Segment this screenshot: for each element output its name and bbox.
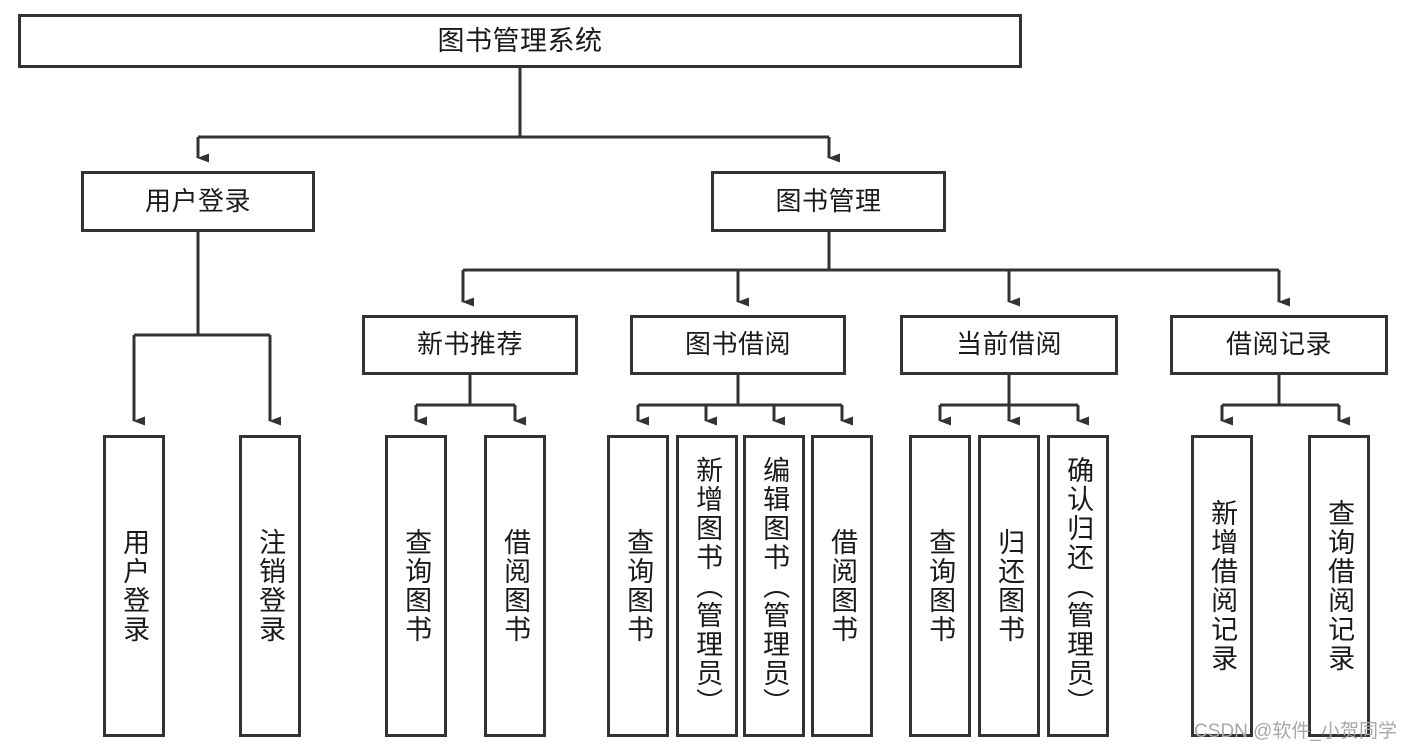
node-label: 查询图书 <box>401 528 432 644</box>
node-label: 新增图书（管理员） <box>692 455 723 717</box>
node-borrow-record[interactable]: 借阅记录 <box>1170 315 1388 375</box>
node-label: 确认归还（管理员） <box>1063 455 1094 717</box>
node-label: 注销登录 <box>255 528 286 644</box>
node-current-borrow[interactable]: 当前借阅 <box>900 315 1118 375</box>
leaf-borrow-book-recommend[interactable]: 借阅图书 <box>484 435 546 737</box>
node-label: 查询借阅记录 <box>1324 499 1355 673</box>
leaf-query-borrow-record[interactable]: 查询借阅记录 <box>1308 435 1370 737</box>
leaf-borrow-book[interactable]: 借阅图书 <box>811 435 873 737</box>
leaf-add-book-admin[interactable]: 新增图书（管理员） <box>676 435 738 737</box>
leaf-query-book[interactable]: 查询图书 <box>607 435 669 737</box>
node-label: 图书管理 <box>775 185 882 216</box>
node-book-management[interactable]: 图书管理 <box>711 171 946 232</box>
node-label: 查询图书 <box>925 528 956 644</box>
node-label: 新增借阅记录 <box>1207 499 1238 673</box>
leaf-confirm-return-admin[interactable]: 确认归还（管理员） <box>1047 435 1109 737</box>
node-label: 用户登录 <box>144 185 251 216</box>
node-label: 借阅图书 <box>827 528 858 644</box>
leaf-return-book[interactable]: 归还图书 <box>978 435 1040 737</box>
node-label: 借阅记录 <box>1225 329 1332 360</box>
node-label: 图书管理系统 <box>437 25 603 56</box>
leaf-user-login[interactable]: 用户登录 <box>103 435 165 737</box>
node-label: 编辑图书（管理员） <box>759 455 790 717</box>
leaf-logout[interactable]: 注销登录 <box>239 435 301 737</box>
node-label: 用户登录 <box>119 528 150 644</box>
node-root-system[interactable]: 图书管理系统 <box>18 14 1022 68</box>
node-label: 新书推荐 <box>416 329 523 360</box>
leaf-query-book-recommend[interactable]: 查询图书 <box>385 435 447 737</box>
node-label: 借阅图书 <box>500 528 531 644</box>
node-label: 查询图书 <box>623 528 654 644</box>
node-user-login[interactable]: 用户登录 <box>81 171 315 232</box>
node-book-borrow[interactable]: 图书借阅 <box>630 315 846 375</box>
node-new-book-recommend[interactable]: 新书推荐 <box>362 315 578 375</box>
node-label: 当前借阅 <box>955 329 1062 360</box>
node-label: 图书借阅 <box>684 329 791 360</box>
watermark-text: CSDN @软件_小贺同学 <box>1194 721 1397 742</box>
leaf-query-book-current[interactable]: 查询图书 <box>909 435 971 737</box>
leaf-add-borrow-record[interactable]: 新增借阅记录 <box>1191 435 1253 737</box>
node-label: 归还图书 <box>994 528 1025 644</box>
leaf-edit-book-admin[interactable]: 编辑图书（管理员） <box>743 435 805 737</box>
